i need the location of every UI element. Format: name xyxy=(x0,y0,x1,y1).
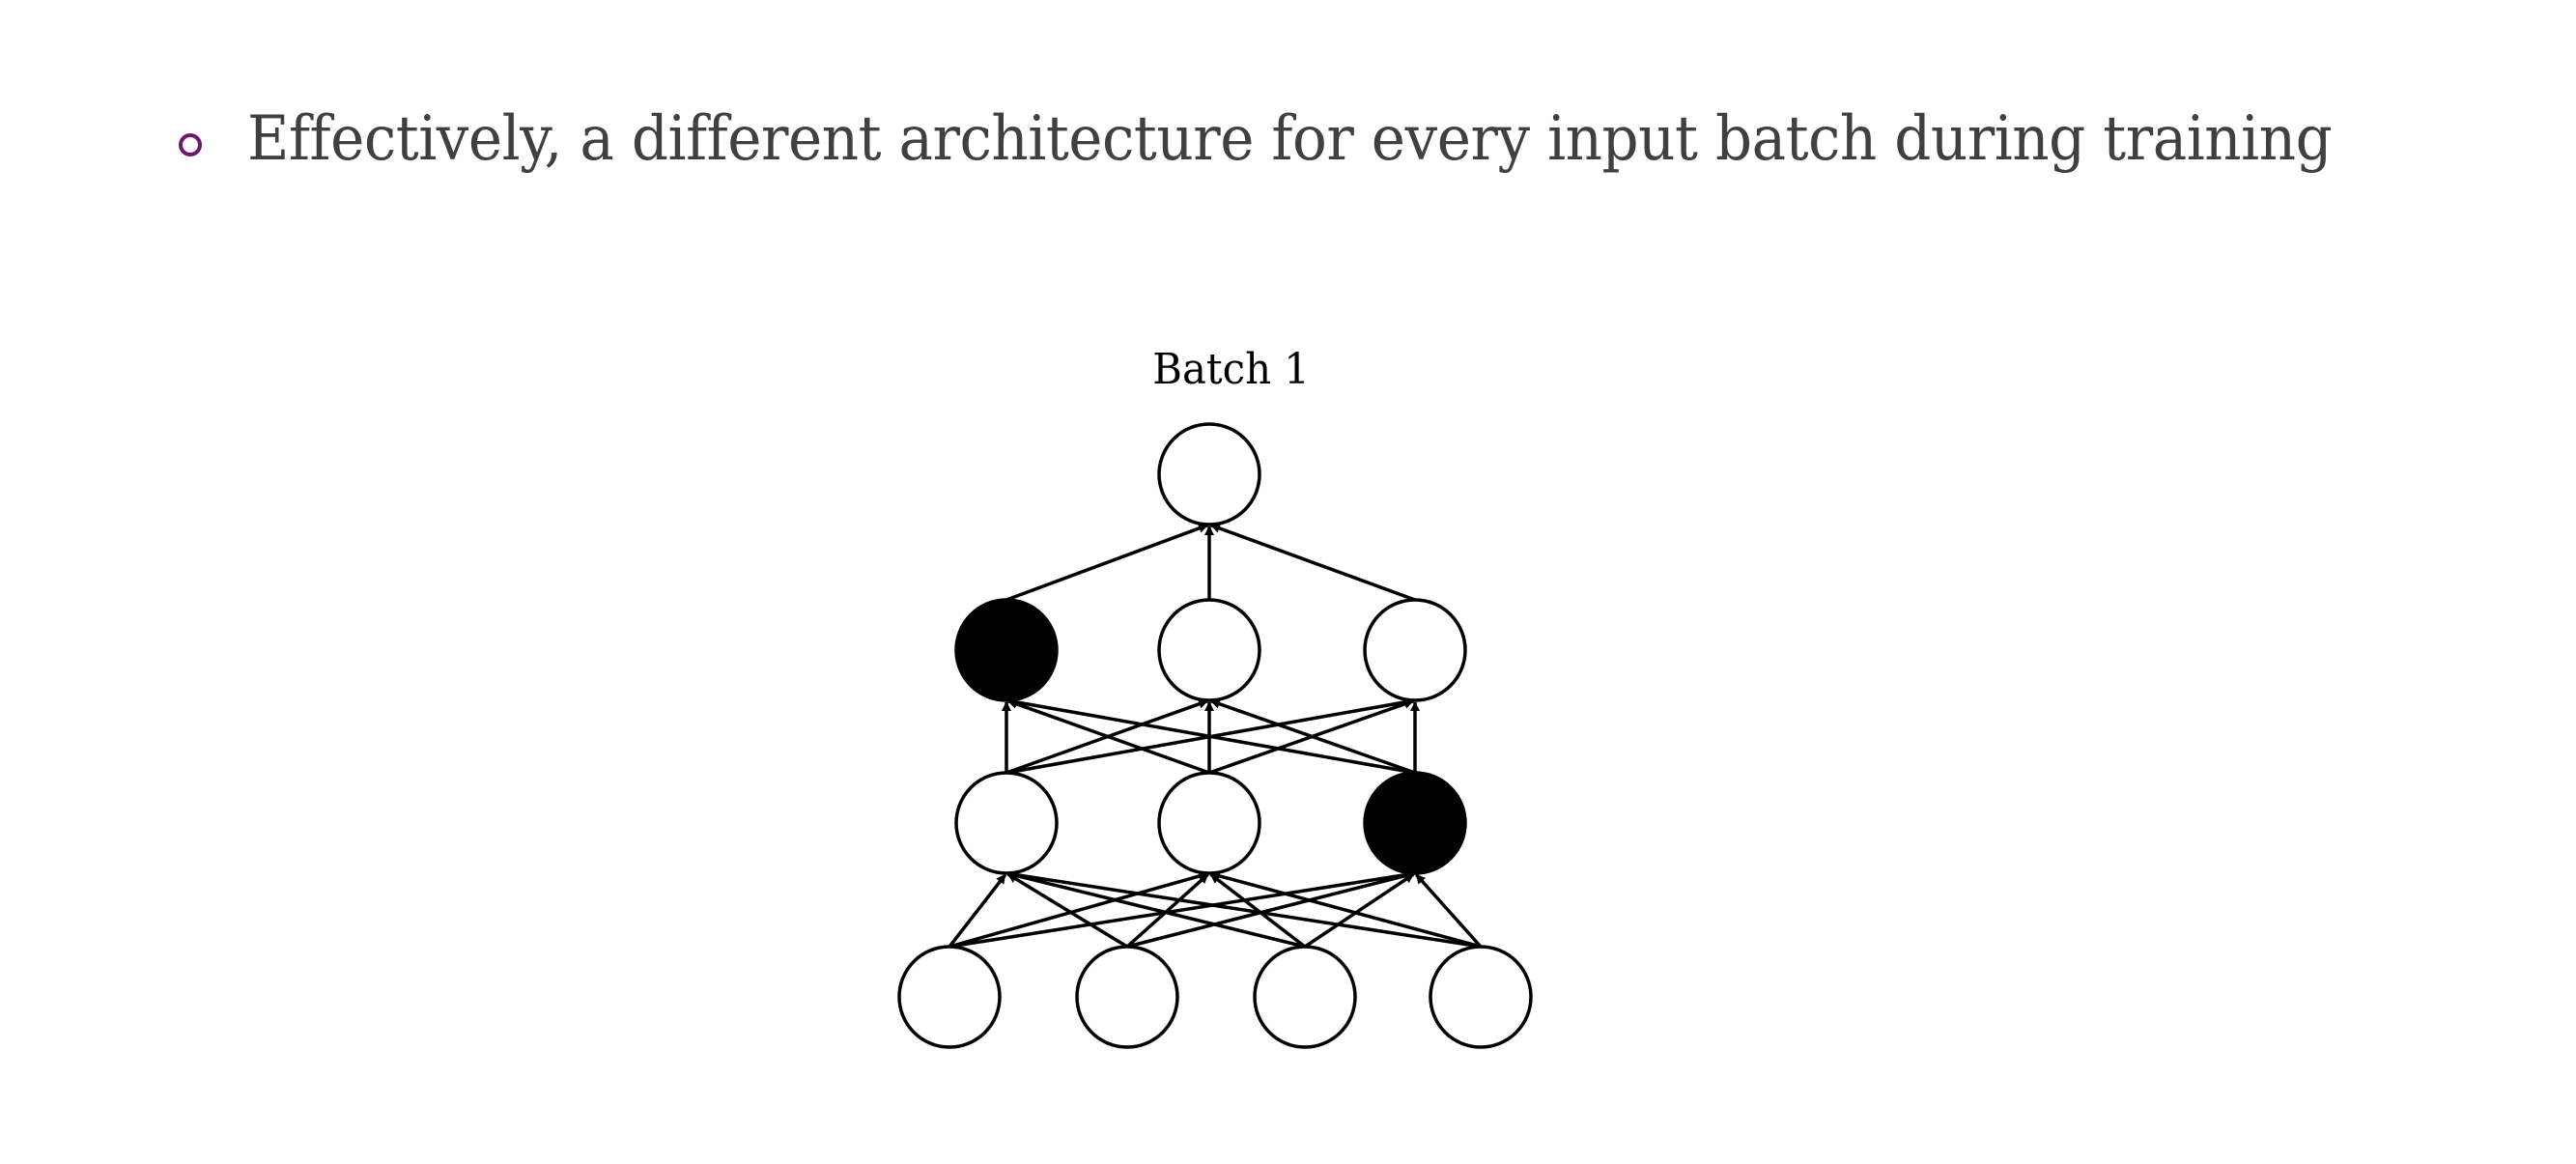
edge-hidden-1-2-to-hidden-2-1 xyxy=(1209,698,1416,775)
edge-input-3-to-hidden-1-2 xyxy=(1415,873,1483,949)
hidden-2-node-2 xyxy=(1157,598,1261,702)
input-node-3 xyxy=(1253,945,1357,1049)
edge-input-0-to-hidden-1-2 xyxy=(948,869,1415,949)
input-node-2 xyxy=(1075,945,1179,1049)
dropped-hidden-1-node-3 xyxy=(1363,771,1467,875)
edge-input-1-to-hidden-1-0 xyxy=(1006,872,1128,949)
hidden-1-node-2 xyxy=(1157,771,1261,875)
edge-input-2-to-hidden-1-2 xyxy=(1304,872,1415,949)
edges-group xyxy=(948,524,1483,949)
edge-input-0-to-hidden-1-0 xyxy=(948,873,1007,949)
input-node-1 xyxy=(897,945,1002,1049)
edge-input-3-to-hidden-1-0 xyxy=(1006,869,1482,949)
edge-input-1-to-hidden-1-1 xyxy=(1125,873,1209,949)
hollow-circle-bullet-icon xyxy=(179,133,202,156)
bullet-item: Effectively, a different architecture fo… xyxy=(0,0,2576,213)
output-node-1 xyxy=(1157,422,1261,526)
input-node-4 xyxy=(1429,945,1533,1049)
edge-input-1-to-hidden-1-2 xyxy=(1126,870,1415,949)
hidden-1-node-1 xyxy=(954,771,1059,875)
edge-hidden-2-2-to-output-0 xyxy=(1209,524,1416,602)
edge-hidden-1-2-to-hidden-2-0 xyxy=(1006,696,1416,775)
hidden-2-node-3 xyxy=(1363,598,1467,702)
bullet-text: Effectively, a different architecture fo… xyxy=(247,103,2333,175)
nodes-group xyxy=(897,422,1533,1049)
dropped-hidden-2-node-1 xyxy=(954,598,1059,702)
edge-hidden-1-1-to-hidden-2-0 xyxy=(1006,698,1210,775)
edge-input-3-to-hidden-1-1 xyxy=(1209,871,1482,949)
edge-input-0-to-hidden-1-1 xyxy=(948,871,1209,949)
edge-input-2-to-hidden-1-0 xyxy=(1006,870,1306,949)
edge-hidden-2-0-to-output-0 xyxy=(1005,524,1209,602)
